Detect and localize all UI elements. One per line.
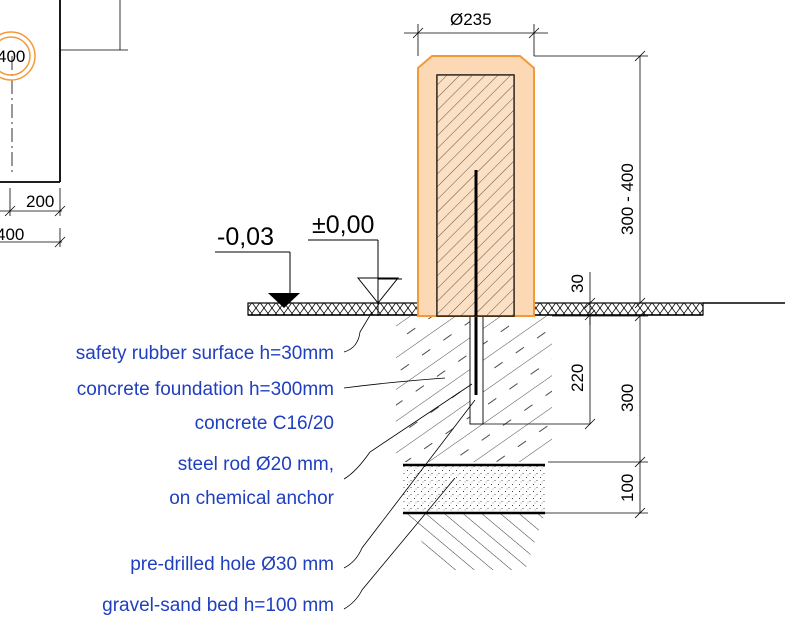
foundation-section — [247, 170, 785, 570]
level-triangle-filled — [268, 293, 300, 308]
dim-400-circle: 400 — [0, 47, 25, 66]
label-rod-1: steel rod Ø20 mm, — [178, 454, 334, 475]
label-foundation-1: concrete foundation h=300mm — [77, 379, 334, 400]
level-triangle-open — [356, 277, 400, 304]
dim-foundation: 300 — [618, 384, 637, 412]
dimensions — [404, 24, 648, 519]
anchor-circle-outer — [0, 31, 36, 81]
label-hole: pre-drilled hole Ø30 mm — [130, 554, 334, 575]
left-partial-view: 400 200 400 — [0, 0, 128, 248]
dim-400-bottom: 400 — [0, 225, 24, 244]
gravel-sand-bed — [403, 465, 545, 513]
label-rod-2: on chemical anchor — [169, 488, 334, 509]
dim-bed: 100 — [618, 474, 637, 502]
leader-lines — [343, 311, 476, 610]
labels: safety rubber surface h=30mm concrete fo… — [76, 343, 335, 616]
level-zero: ±0,00 — [312, 211, 374, 239]
label-foundation-2: concrete C16/20 — [195, 413, 334, 434]
label-bed: gravel-sand bed h=100 mm — [102, 595, 334, 616]
dim-200: 200 — [26, 192, 54, 211]
dim-height-range: 300 - 400 — [618, 163, 637, 235]
dim-rod-embed: 220 — [568, 364, 587, 392]
label-rubber: safety rubber surface h=30mm — [76, 343, 334, 364]
soil-hatch — [403, 513, 545, 570]
bollard — [417, 55, 535, 317]
anchor-circle-inner — [0, 36, 31, 76]
level-rubber-top: -0,03 — [217, 223, 274, 251]
dim-diameter: Ø235 — [450, 10, 492, 29]
level-marks: -0,03 ±0,00 — [215, 211, 402, 316]
dim-rubber: 30 — [568, 274, 587, 293]
